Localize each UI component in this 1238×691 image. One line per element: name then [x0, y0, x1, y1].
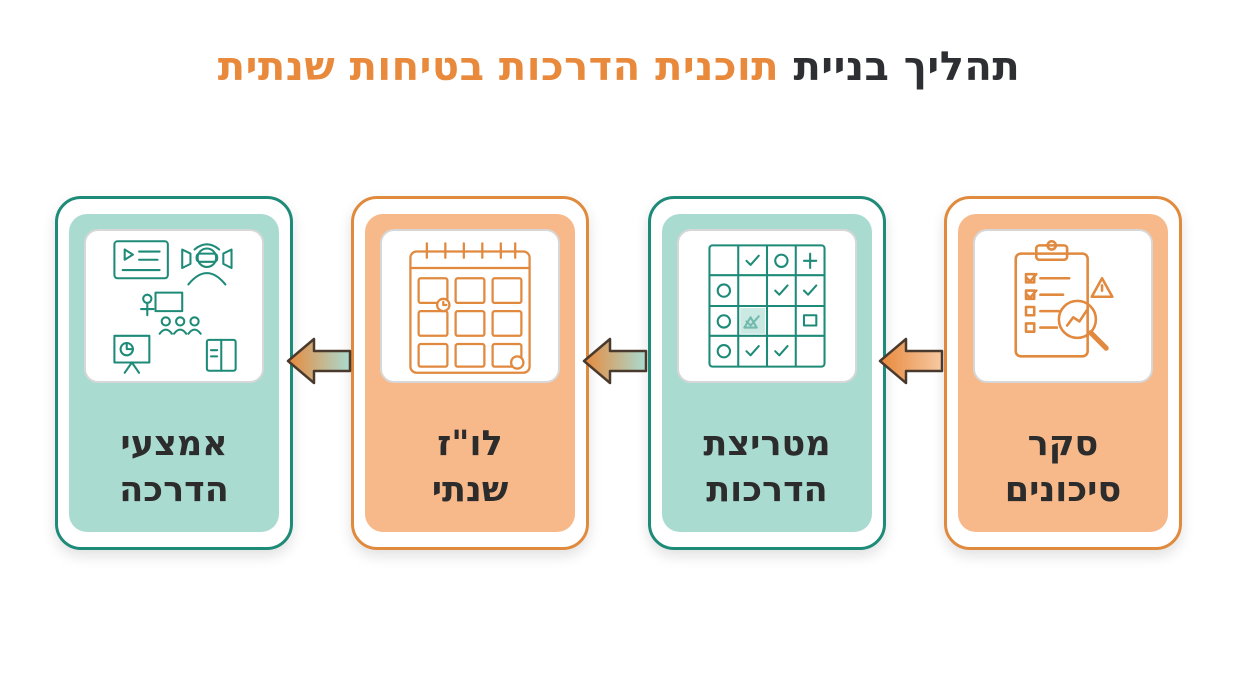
step-card-training-matrix: מטריצת הדרכות — [648, 196, 886, 550]
step-card-training-means: אמצעי הדרכה — [55, 196, 293, 550]
title-accent-part: תוכנית הדרכות בטיחות שנתית — [217, 44, 780, 90]
flow-arrow-icon — [582, 337, 648, 385]
training-matrix-icon — [677, 229, 857, 383]
calendar-icon — [380, 229, 560, 383]
step-card-annual-schedule: לו"ז שנתי — [351, 196, 589, 550]
title-dark-part: תהליך בניית — [793, 44, 1021, 90]
step-label: לו"ז שנתי — [431, 424, 509, 510]
step-label: מטריצת הדרכות — [703, 424, 831, 510]
step-card-risk-survey: סקר סיכונים — [944, 196, 1182, 550]
clipboard-risk-icon — [973, 229, 1153, 383]
page-title: תהליך בניית תוכנית הדרכות בטיחות שנתית — [0, 44, 1238, 90]
flow-arrow-icon — [878, 337, 944, 385]
flow-arrow-icon — [286, 337, 352, 385]
step-label: סקר סיכונים — [1004, 424, 1122, 510]
training-means-icon — [84, 229, 264, 383]
step-label: אמצעי הדרכה — [119, 424, 229, 510]
